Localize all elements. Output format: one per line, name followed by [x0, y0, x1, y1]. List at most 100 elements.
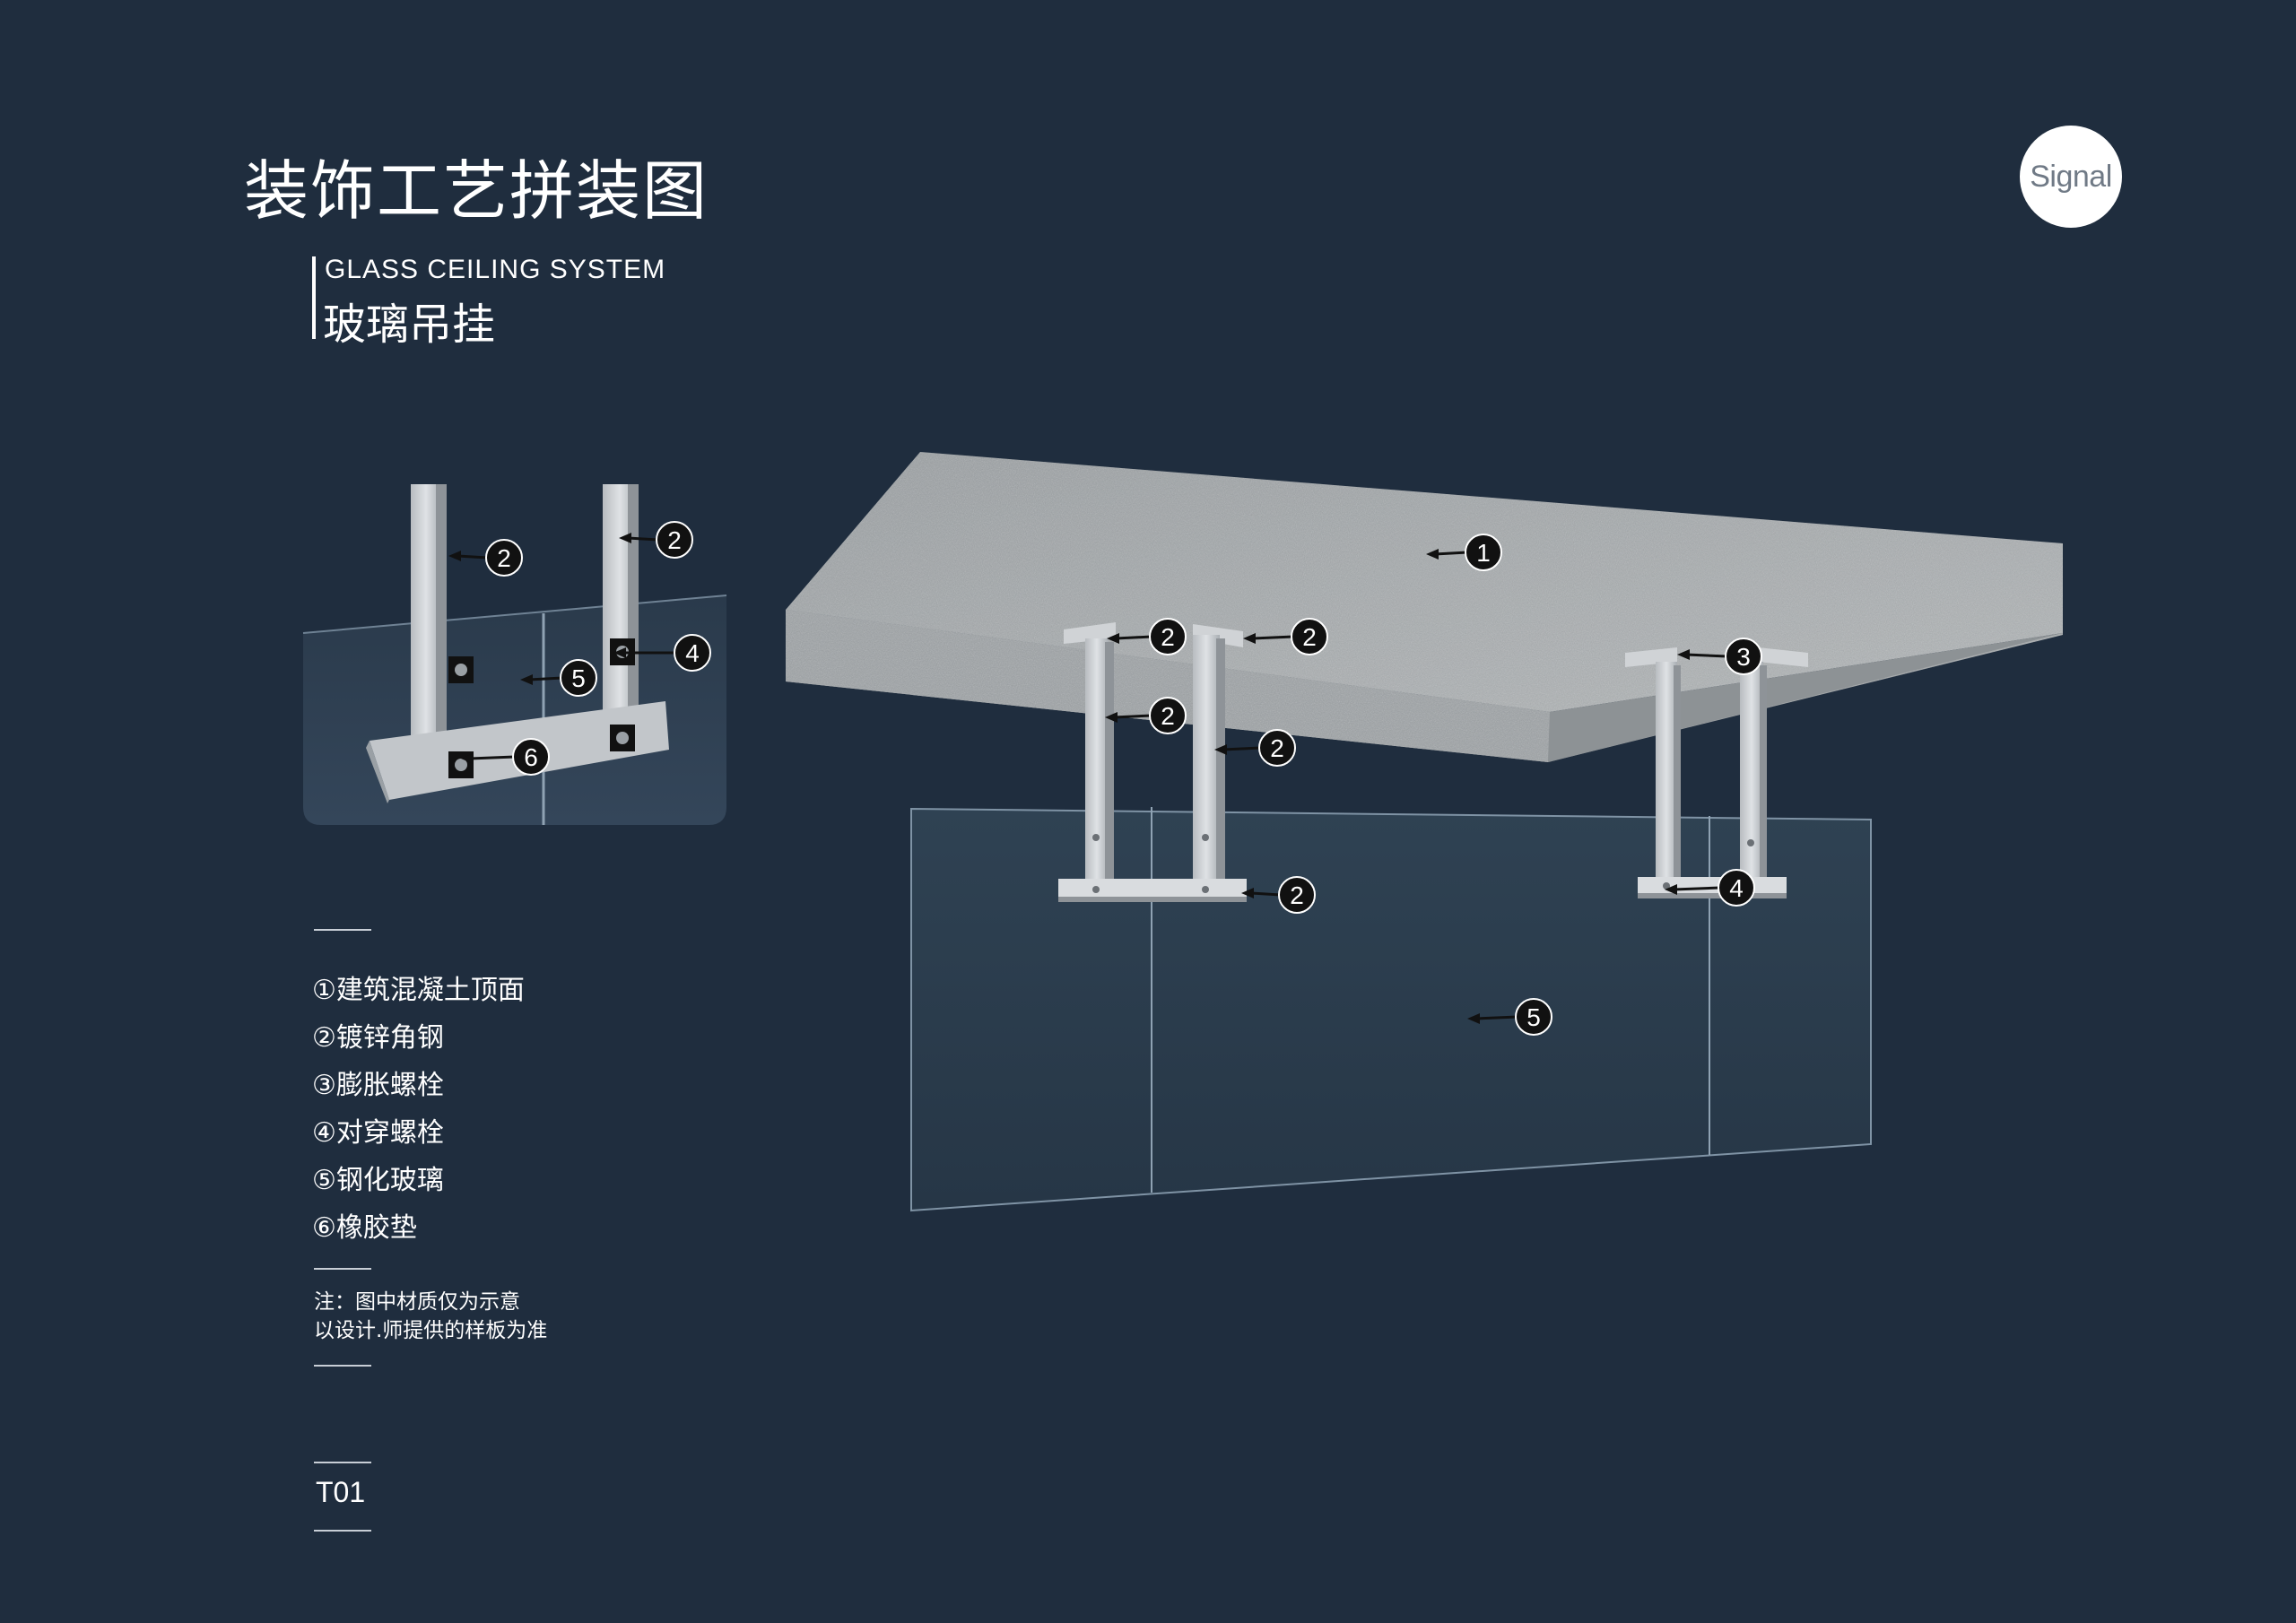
callout-badge	[1278, 876, 1316, 914]
callout-arrowhead	[1214, 744, 1227, 755]
callout-number: 1	[1476, 539, 1491, 567]
callout-number: 3	[1736, 643, 1751, 671]
callout-badge	[674, 634, 711, 672]
main-callout-2: 2	[1243, 618, 1328, 655]
callout-number: 6	[524, 743, 538, 771]
callout-badge	[1149, 618, 1187, 655]
callout-leader	[1673, 886, 1721, 891]
callout-badge	[560, 659, 597, 697]
callout-leader	[1115, 635, 1152, 640]
glass-panel	[910, 807, 1872, 1212]
callout-arrowhead	[461, 753, 474, 764]
legend-item: ④对穿螺栓	[312, 1117, 444, 1149]
callout-arrowhead	[613, 647, 626, 658]
callout-badge	[1515, 998, 1552, 1036]
detail-callout-6: 6	[461, 738, 550, 776]
callout-arrowhead	[1467, 1013, 1480, 1024]
callout-number: 2	[1161, 623, 1175, 651]
main-callout-2: 2	[1107, 618, 1187, 655]
callout-leader	[457, 554, 489, 560]
detail-callout-5: 5	[520, 659, 597, 697]
divider	[314, 1268, 371, 1270]
callout-badge	[656, 521, 693, 559]
callout-badge	[1718, 869, 1755, 907]
callout-leader	[1685, 653, 1728, 658]
detail-bolt	[448, 656, 474, 683]
callout-number: 2	[1290, 881, 1304, 909]
callout-badge	[1465, 534, 1502, 571]
logo-text: Signal	[2030, 159, 2112, 194]
callout-number: 5	[571, 664, 586, 692]
page-title: 装饰工艺拼装图	[244, 153, 709, 229]
legend-item: ①建筑混凝土顶面	[312, 975, 525, 1006]
legend-list: ①建筑混凝土顶面 ②镀锌角钢 ③膨胀螺栓 ④对穿螺栓 ⑤钢化玻璃 ⑥橡胶垫	[312, 967, 525, 1252]
note-line: 以设计.师提供的样板为准	[314, 1319, 548, 1342]
main-callout-1: 1	[1426, 534, 1502, 571]
callout-arrowhead	[1105, 712, 1118, 723]
divider	[314, 1462, 371, 1463]
callout-number: 4	[685, 639, 700, 667]
note-line: 注：图中材质仅为示意	[314, 1290, 520, 1314]
callout-number: 4	[1729, 874, 1744, 902]
main-callout-5: 5	[1467, 998, 1552, 1036]
main-callout-4: 4	[1665, 869, 1755, 907]
detail-bolt	[610, 725, 635, 751]
main-callout-2: 2	[1214, 729, 1296, 767]
legend-item: ⑤钢化玻璃	[312, 1165, 444, 1196]
callout-number: 5	[1526, 1003, 1541, 1031]
callout-badge	[1149, 697, 1187, 734]
callout-number: 2	[1270, 734, 1284, 762]
note: 注：图中材质仅为示意 以设计.师提供的样板为准	[314, 1288, 547, 1345]
callout-number: 2	[1161, 702, 1175, 730]
callout-arrowhead	[1426, 549, 1439, 560]
callout-arrowhead	[520, 674, 533, 685]
legend-item: ③膨胀螺栓	[312, 1070, 444, 1101]
subtitle-divider	[312, 256, 316, 339]
callouts: 2 2 4 5 6 1 2 2 2 2 2 3 4 5	[448, 521, 1762, 1036]
callout-leader	[1113, 714, 1152, 719]
callout-arrowhead	[448, 551, 461, 561]
detail-callout-2: 2	[619, 521, 693, 559]
callout-leader	[1251, 635, 1294, 640]
callout-arrowhead	[619, 533, 631, 543]
callout-leader	[1434, 551, 1468, 556]
subtitle-chinese: 玻璃吊挂	[323, 299, 496, 350]
legend-item: ②镀锌角钢	[312, 1022, 444, 1054]
callout-badge	[1725, 638, 1762, 675]
hanger-right	[1625, 647, 1808, 898]
callout-badge	[485, 539, 523, 577]
callout-leader	[627, 536, 659, 542]
callout-number: 2	[497, 544, 511, 572]
divider	[314, 929, 371, 931]
callout-arrowhead	[1677, 649, 1690, 660]
callout-number: 2	[1302, 623, 1317, 651]
callout-leader	[1249, 891, 1282, 897]
callout-arrowhead	[1243, 633, 1256, 644]
callout-badge	[1291, 618, 1328, 655]
divider	[314, 1365, 371, 1367]
callout-arrowhead	[1241, 888, 1254, 898]
callout-number: 2	[667, 526, 682, 554]
callout-badge	[512, 738, 550, 776]
main-callout-3: 3	[1677, 638, 1762, 675]
callout-arrowhead	[1665, 884, 1677, 895]
detail-callout-2: 2	[448, 539, 523, 577]
callout-badge	[1258, 729, 1296, 767]
callout-leader	[528, 676, 563, 681]
subtitle-english: GLASS CEILING SYSTEM	[325, 255, 666, 284]
signal-logo: Signal	[2020, 126, 2122, 228]
callout-leader	[1222, 746, 1262, 751]
callout-arrowhead	[1107, 633, 1119, 644]
main-view	[786, 452, 2063, 1212]
legend-item: ⑥橡胶垫	[312, 1212, 417, 1244]
main-callout-2: 2	[1241, 876, 1316, 914]
main-callout-2: 2	[1105, 697, 1187, 734]
concrete-slab	[786, 452, 2063, 762]
divider	[314, 1530, 371, 1532]
callout-leader	[469, 755, 516, 760]
hanger-left	[1058, 622, 1247, 902]
callout-leader	[1475, 1015, 1518, 1020]
page-code: T01	[316, 1476, 366, 1508]
detail-callout-4: 4	[613, 634, 711, 672]
